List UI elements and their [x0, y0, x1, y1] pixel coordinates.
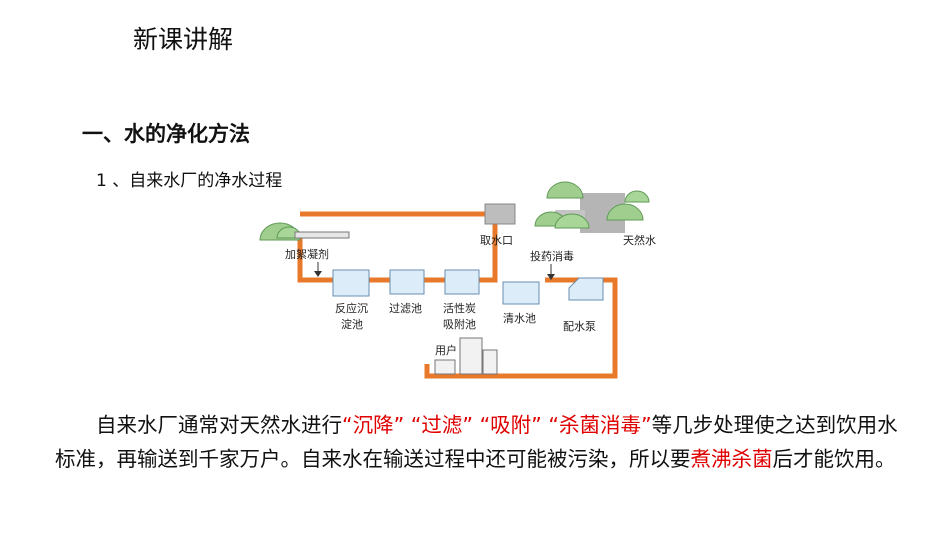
label-dosing-disinfect: 投药消毒 [530, 249, 574, 263]
highlight-disinfection: “杀菌消毒” [548, 413, 652, 437]
label-filtration: 过滤池 [389, 302, 422, 315]
highlight-boiling: 煮沸杀菌 [690, 447, 773, 471]
clear-tank-icon [502, 281, 540, 305]
coagulant-station: 加絮凝剂 [259, 222, 350, 277]
body-paragraph: 自来水厂通常对天然水进行“沉降” “过滤” “吸附” “杀菌消毒”等几步处理使之… [55, 408, 905, 476]
arrow-down-icon [314, 271, 322, 277]
label-water-intake: 取水口 [480, 234, 513, 247]
label-activated-carbon-2: 吸附池 [443, 317, 476, 331]
building-icon [434, 359, 456, 375]
label-clear-water: 清水池 [503, 312, 536, 325]
natural-water-scene: 天然水 [534, 181, 656, 247]
pipe-main [297, 211, 498, 283]
tree-icon [554, 213, 590, 229]
water-purification-diagram: 天然水 取水口 加絮凝剂 反应沉 淀池 过滤池 活性炭 吸附池 清水池 配水泵 … [259, 181, 656, 379]
highlight-filtration: “过滤” [410, 413, 474, 437]
label-distribution-pump: 配水泵 [563, 320, 596, 333]
water-intake-icon [484, 203, 516, 225]
subheading: 1 、自来水厂的净水过程 [96, 171, 283, 191]
carbon-tank-icon [444, 269, 480, 295]
filter-tank-icon [389, 269, 425, 295]
body-text-1: 自来水厂通常对天然水进行 [96, 413, 342, 437]
building-icon [459, 337, 483, 375]
tree-icon [606, 203, 644, 221]
reaction-tank-icon [332, 269, 370, 297]
highlight-adsorption: “吸附” [479, 413, 542, 437]
pump-icon [568, 277, 604, 301]
treatment-tanks [332, 269, 604, 305]
label-natural-water: 天然水 [623, 233, 656, 247]
body-text-3: 后才能饮用。 [772, 447, 896, 471]
highlight-sedimentation: “沉降” [342, 413, 405, 437]
coagulant-tank [294, 231, 350, 239]
label-user: 用户 [435, 343, 457, 357]
slide-title: 新课讲解 [133, 25, 234, 54]
label-reaction-sedimentation-2: 淀池 [341, 317, 363, 331]
label-add-coagulant: 加絮凝剂 [285, 247, 329, 261]
building-icon [482, 349, 498, 375]
label-reaction-sedimentation: 反应沉 [335, 301, 368, 315]
section-heading: 一、水的净化方法 [82, 122, 250, 146]
label-activated-carbon: 活性炭 [443, 301, 476, 315]
user-buildings [434, 337, 498, 375]
tree-icon [546, 181, 584, 199]
body-text-2: 等几步处理使之达到饮用水标准，再输送到千家万户。自来水在输送过程中还可能被污染，… [55, 413, 898, 471]
arrow-down-icon [547, 274, 555, 280]
tree-icon [624, 190, 650, 203]
